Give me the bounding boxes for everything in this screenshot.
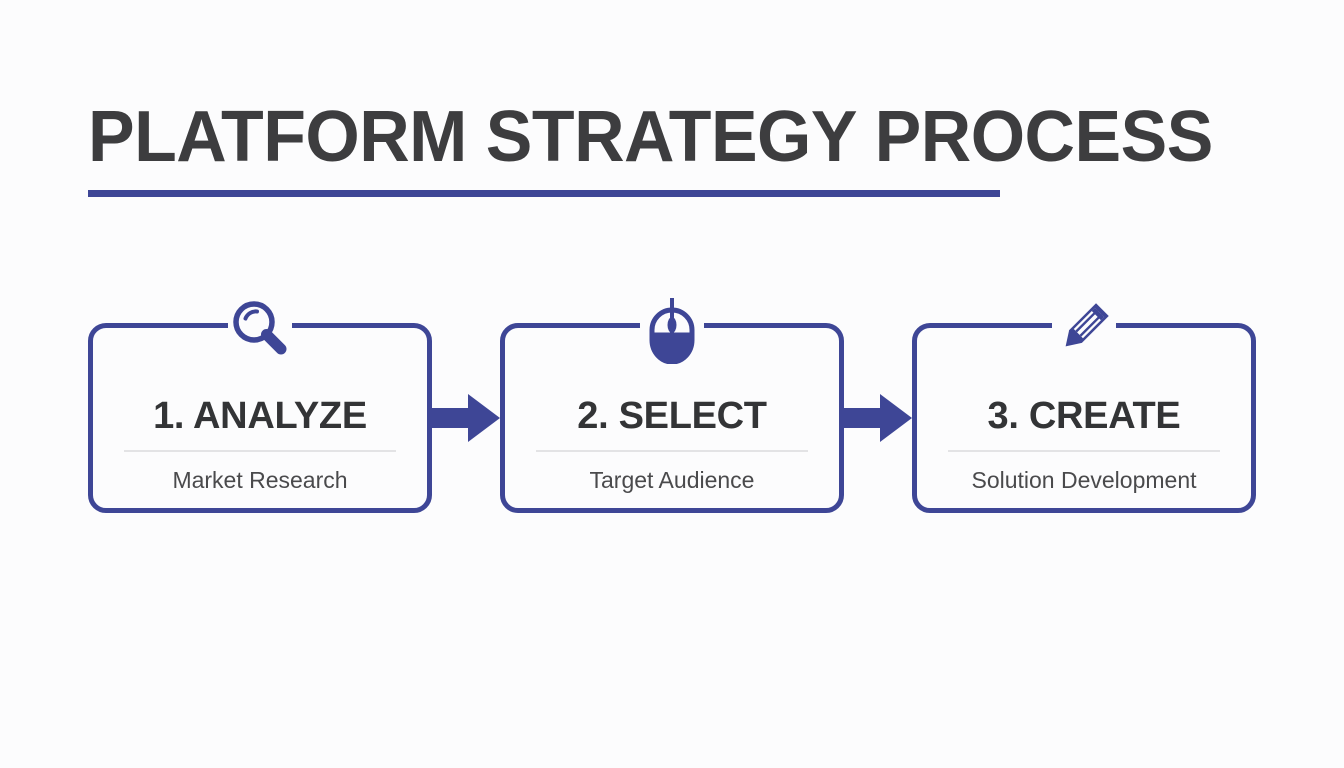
arrow-right-icon — [432, 394, 500, 442]
process-step-caption: Market Research — [172, 467, 348, 493]
arrow-right-icon — [844, 394, 912, 442]
process-step-card-2[interactable]: 2. SELECT Target Audience — [500, 298, 844, 513]
process-step-card-1[interactable]: 1. ANALYZE Market Research — [88, 301, 432, 513]
card-divider — [536, 450, 808, 452]
pencil-icon — [1065, 303, 1109, 347]
process-steps-row: 1. ANALYZE Market Research 2. SELECT Tar… — [88, 298, 1256, 514]
page-title: PLATFORM STRATEGY PROCESS — [88, 97, 1213, 177]
process-step-caption: Target Audience — [589, 467, 755, 493]
process-step-caption: Solution Development — [971, 467, 1197, 493]
computer-mouse-icon — [649, 298, 695, 364]
process-step-card-3[interactable]: 3. CREATE Solution Development — [912, 303, 1256, 513]
process-step-heading: 1. ANALYZE — [153, 395, 367, 437]
connector-arrow-2 — [844, 390, 912, 446]
process-step-heading: 2. SELECT — [577, 395, 767, 437]
magnifier-icon — [233, 301, 287, 355]
process-step-heading: 3. CREATE — [987, 395, 1181, 437]
connector-arrow-1 — [432, 390, 500, 446]
card-top-border-notch — [228, 320, 292, 332]
card-divider — [124, 450, 396, 452]
title-underline-rule — [88, 190, 1000, 197]
card-divider — [948, 450, 1220, 452]
title-block: PLATFORM STRATEGY PROCESS — [88, 96, 1213, 197]
